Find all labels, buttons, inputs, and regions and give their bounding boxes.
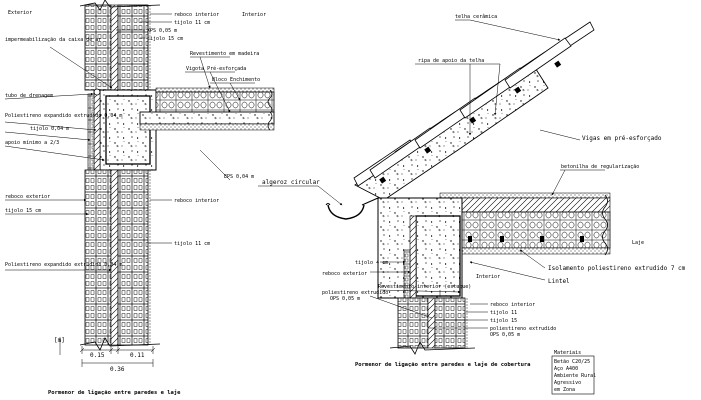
- label-ripa: ripa de apoio da telha: [418, 58, 484, 64]
- left-detail-title: Pormenor de ligação entre paredes e laje: [48, 389, 181, 396]
- materials-line-3: Ambiente Rural: [554, 373, 596, 379]
- label-tijolo-11-mid: tijolo 11 cm: [174, 241, 210, 247]
- label-reboco-exterior-right: reboco exterior: [322, 271, 367, 277]
- roof-finish-layer: [439, 192, 611, 199]
- gutter-icon: [327, 204, 365, 220]
- label-poliestireno-b2: OPS 0,05 m: [490, 332, 520, 338]
- label-tijolo-11-top: tijolo 11 cm: [174, 20, 210, 26]
- label-algeroz: algeroz circular: [262, 179, 320, 186]
- label-poliestireno-b: poliestireno extrudido: [490, 326, 556, 332]
- left-floor-slab: [155, 91, 275, 113]
- left-wall-detail: Exterior reboco interior Interior tijolo…: [4, 0, 275, 396]
- label-vigas: Vigas em pré-esforçado: [582, 135, 662, 142]
- label-poliestireno-2: Poliestireno expandido extrudido 0,04 m: [5, 262, 122, 268]
- label-poliestireno-a: poliestireno extrudido: [322, 290, 388, 296]
- label-telha: telha cerâmica: [455, 13, 497, 20]
- left-insulation-upper: [110, 4, 119, 91]
- label-interior-right: Interior: [476, 274, 500, 280]
- right-roof-detail: telha cerâmica ripa de apoio da telha Vi…: [258, 13, 686, 395]
- materials-heading: Materiais: [554, 350, 581, 356]
- dim-015: 0.15: [90, 352, 105, 359]
- left-inner-brick-lower: [117, 169, 149, 346]
- label-exterior: Exterior: [8, 10, 32, 16]
- roof-slab-insulation: [439, 197, 611, 213]
- right-detail-title: Pormenor de ligação entre paredes e laje…: [355, 361, 531, 368]
- right-outer-brick: [397, 297, 429, 349]
- materials-line-2: Aço A400: [554, 366, 578, 372]
- label-vigota: Vigota Pré-esforçada: [186, 65, 246, 72]
- label-tijolo-15-mid: tijolo 15 cm: [5, 208, 41, 214]
- left-floor-finish: [155, 87, 275, 93]
- label-tubo-drenagem: tubo de drenagem: [5, 93, 53, 99]
- label-reboco-interior-top: reboco interior: [174, 12, 219, 18]
- label-betonilha: betonilha de regularização: [561, 164, 639, 170]
- label-tijolo-4: tijolo 0,04 m: [30, 126, 69, 132]
- materials-line-1: Betão C20/25: [554, 359, 590, 365]
- ring-beam: [377, 197, 463, 299]
- left-joist: [139, 111, 275, 125]
- label-tijolo-15-right: tijolo 15: [490, 318, 517, 324]
- label-revestimento-madeira: Revestimento em madeira: [190, 51, 259, 57]
- right-insulation: [427, 297, 436, 349]
- label-tijolo-15-top: tijolo 15 cm: [147, 36, 183, 42]
- roof-hollow-slab: [459, 211, 611, 249]
- materials-legend: Materiais Betão C20/25 Aço A400 Ambiente…: [551, 350, 596, 395]
- label-impermeabilizacao: impermeabilização da caixa de ar: [5, 37, 101, 43]
- roof-tiles: [353, 21, 595, 187]
- left-outer-brick-upper: [84, 4, 112, 91]
- label-reboco-interior-mid: reboco interior: [174, 198, 219, 204]
- drain-pipe-icon: [93, 88, 101, 96]
- materials-line-5: em Zona: [554, 387, 575, 393]
- dim-036: 0.36: [110, 366, 125, 373]
- label-reboco-exterior-left: reboco exterior: [5, 194, 50, 200]
- label-apoio-minimo: apoio mínimo a 2/3: [5, 139, 59, 146]
- label-bloco-enchimento: Bloco Enchimento: [212, 77, 260, 83]
- left-inner-brick-upper: [117, 4, 149, 91]
- label-revestimento-interior: Revestimento interior (estuque): [378, 284, 471, 290]
- label-eps: EPS 0,04 m: [224, 174, 254, 180]
- label-poliestireno-a2: OPS 0,05 m: [330, 296, 360, 302]
- materials-line-4: Agressivo: [554, 380, 581, 386]
- label-lintel: Lintel: [548, 278, 570, 285]
- label-isolamento: Isolamento poliestireno extrudido 7 cm: [548, 265, 686, 272]
- label-poliestireno-1: Poliestireno expandido extrudido 0,04 m: [5, 113, 122, 119]
- label-reboco-interior-right: reboco interior: [490, 302, 535, 308]
- right-inner-brick: [434, 297, 466, 349]
- label-tijolo-11-right: tijolo 11: [490, 310, 517, 316]
- dim-011: 0.11: [130, 352, 145, 359]
- label-tijolo-4-right: tijolo 4 cm: [355, 260, 388, 266]
- dim-unit: [m]: [54, 337, 65, 344]
- label-xps: XPS 0,05 m: [147, 28, 177, 34]
- label-interior-left: Interior: [242, 12, 266, 18]
- left-insulation-lower: [110, 169, 119, 346]
- label-laje: Laje: [632, 240, 644, 246]
- left-outer-brick-lower: [84, 169, 112, 346]
